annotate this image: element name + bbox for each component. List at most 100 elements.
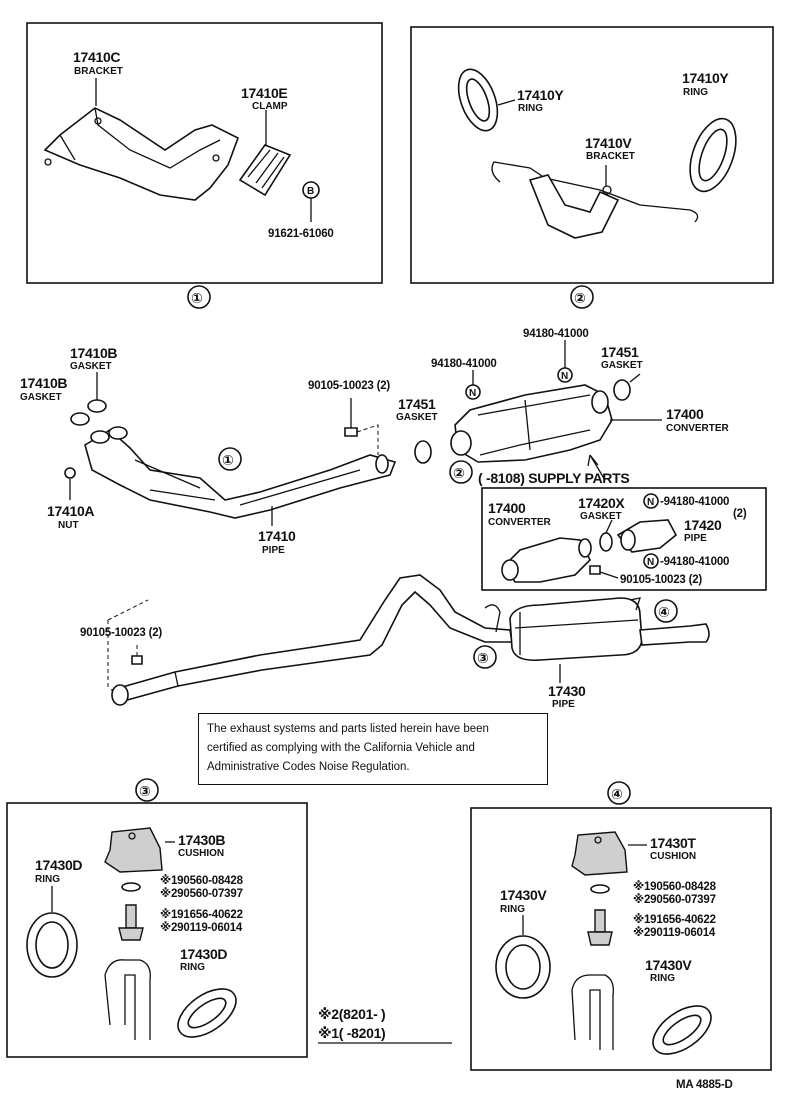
supply-gasket-name: GASKET [580,511,622,522]
bolt-box4-number-2: ※290119-06014 [633,925,716,939]
supply-parts-box: N N 17400 CONVERTER 17420X GASKET -94180… [481,487,767,591]
converter-17400-number: 17400 [666,406,704,422]
main-ref-circle-3 [473,645,497,669]
gasket-17451-right-number: 17451 [601,344,639,360]
supply-pipe-number: 17420 [684,517,722,533]
certification-note: The exhaust systems and parts listed her… [198,713,548,785]
cushion-17430t-number: 17430T [650,835,696,851]
front-bolt-number: 90105-10023 (2) [80,627,162,639]
ring-17430v-right-name: RING [650,973,675,984]
detail-box-3: 17430B CUSHION 17430D RING ※190560-08428… [6,802,308,1058]
ref-1-label: ① [191,290,203,306]
clamp-17410e-number: 17410E [241,85,287,101]
ref-circle-2 [570,285,594,309]
detail-box-2: 17410Y RING 17410Y RING 17410V BRACKET [410,26,774,284]
tail-pipe-17430-shape [110,574,513,703]
ring-17430d-right-name: RING [180,962,205,973]
nut-17410a-number: 17410A [47,503,94,519]
main-ref-1-label: ① [222,452,234,468]
bolt-90105-shape [344,427,358,437]
legend-line-2: ※2(8201- ) [318,1006,385,1022]
note-line-3: Administrative Codes Noise Regulation. [207,761,410,773]
main-ref-circle-1 [218,447,242,471]
note-line-2: certified as complying with the Californ… [207,742,475,754]
bracket-17410v-name: BRACKET [586,151,635,162]
bracket-17410v-shape [528,174,620,239]
bolt-box3-number-2: ※290119-06014 [160,920,243,934]
ring-17410y-left-number: 17410Y [517,87,564,103]
supply-bolt-number: 90105-10023 (2) [620,574,702,586]
washer-box4-number-1: ※190560-08428 [633,879,717,893]
supply-nut-a-letter: N [647,497,654,508]
nut-n2-letter: N [561,371,568,382]
main-ref-4-label: ④ [658,604,670,620]
ref-2-label: ② [574,290,586,306]
front-bolt-shape [131,655,143,665]
nut-n1-number: 94180-41000 [431,358,497,370]
main-assembly: ① 17410B GASKET 17410B GASKET 17410A NUT… [20,328,730,556]
washer-box4-shape [590,884,610,894]
main-ref-circle-2 [449,460,473,484]
bracket-17410c-number: 17410C [73,49,120,65]
ring-17430v-left-number: 17430V [500,887,547,903]
supply-bolt-shape [589,565,601,575]
legend-line-1: ※1( -8201) [318,1025,385,1041]
gasket-17410b-top-name: GASKET [70,361,112,372]
cushion-17430b-name: CUSHION [178,848,224,859]
ring-17410y-right-name: RING [683,87,708,98]
supply-converter-number: 17400 [488,500,526,516]
bracket-17410v-number: 17410V [585,135,632,151]
supply-nut-a-qty: (2) [733,508,747,520]
bolt-91621-number: 91621-61060 [268,228,334,240]
ring-17410y-right-number: 17410Y [682,70,729,86]
main-ref-2-label: ② [453,465,465,481]
converter-17400-name: CONVERTER [666,423,730,434]
ring-17430v-left-name: RING [500,904,525,915]
gasket-17451-left-number: 17451 [398,396,436,412]
supply-parts-frame [481,487,767,591]
supply-parts-heading: ( -8108) SUPPLY PARTS [478,470,629,486]
ref-circle-4 [607,781,631,805]
cushion-17430b-number: 17430B [178,832,225,848]
bolt-box3-number-1: ※191656-40622 [160,907,243,921]
washer-box3-number-1: ※190560-08428 [160,873,244,887]
gasket-17410b-side-shape [70,412,90,426]
cushion-17430b-shape [104,827,163,873]
drawing-code: MA 4885-D [676,1079,733,1091]
ring-17430v-right-number: 17430V [645,957,692,973]
bolt-90105-number: 90105-10023 (2) [308,380,390,392]
tail-assembly: ③ ④ 90105-10023 (2) 17430 PIPE [80,574,710,710]
detail-box-1: B 17410C BRACKET 17410E CLAMP 91621-6106… [26,22,383,284]
bracket-17410c-shape [43,107,239,201]
nut-n1-letter: N [469,388,476,399]
pipe-17410-name: PIPE [262,545,285,556]
supply-converter-name: CONVERTER [488,517,552,528]
pipe-17410-shape [84,429,397,519]
supply-gasket-number: 17420X [578,495,625,511]
converter-17400-shape [454,384,613,463]
cushion-17430t-shape [571,831,628,876]
tail-pipe-17430-name: PIPE [552,699,575,710]
ring-17430d-left-name: RING [35,874,60,885]
washer-box3-shape [121,882,141,892]
gasket-17410b-top-number: 17410B [70,345,117,361]
supply-pipe-name: PIPE [684,533,707,544]
detail-box-4: 17430T CUSHION 17430V RING ※190560-08428… [470,807,772,1071]
gasket-17451-left-name: GASKET [396,412,438,423]
main-ref-circle-4 [654,599,678,623]
gasket-17410b-side-number: 17410B [20,375,67,391]
detail-box-4-frame [470,807,772,1071]
hanger-rod-shape [491,161,699,223]
washer-box4-number-2: ※290560-07397 [633,892,716,906]
bolt-box3-shape [125,904,137,929]
note-line-1: The exhaust systems and parts listed her… [207,723,489,735]
bolt-box4-shape [594,909,606,933]
bracket-17410c-name: BRACKET [74,66,123,77]
clamp-17410e-name: CLAMP [252,101,288,112]
ref-circle-3 [135,778,159,802]
supply-nut-a-number: -94180-41000 [660,496,729,508]
supply-gasket-shape [599,532,613,552]
nut-n2-number: 94180-41000 [523,328,589,340]
ring-17430d-left-number: 17430D [35,857,82,873]
muffler-shape [509,597,643,662]
